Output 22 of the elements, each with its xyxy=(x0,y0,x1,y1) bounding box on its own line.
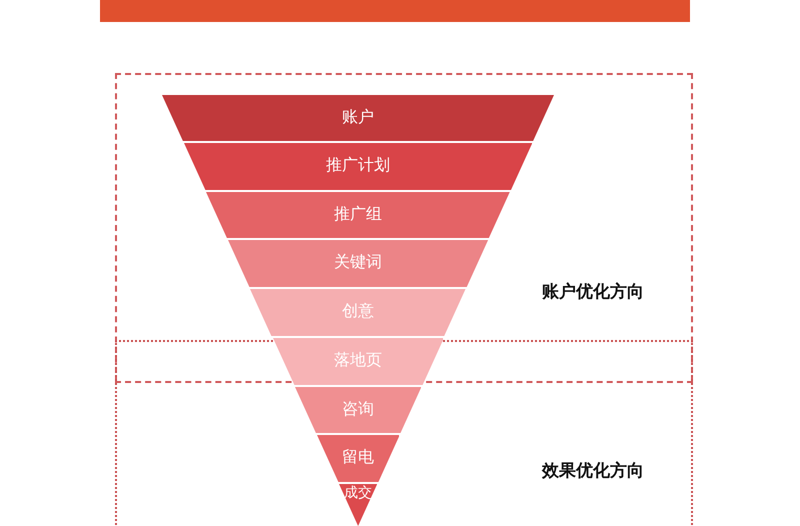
funnel-band xyxy=(250,289,466,336)
funnel-band xyxy=(272,338,444,385)
section-label: 账户优化方向 xyxy=(542,281,644,303)
funnel-band xyxy=(206,192,510,238)
funnel-band xyxy=(338,484,378,526)
dashed-frame xyxy=(115,73,693,383)
funnel-band xyxy=(294,387,422,433)
section-label: 效果优化方向 xyxy=(542,460,644,482)
band-label: 留电 xyxy=(340,447,375,468)
band-label: 关键词 xyxy=(332,252,383,273)
funnel-band xyxy=(162,95,554,141)
band-label: 咨询 xyxy=(340,399,375,420)
band-label: 落地页 xyxy=(332,350,383,371)
band-label: 成交 xyxy=(342,484,373,502)
funnel-band xyxy=(228,240,488,287)
band-label: 创意 xyxy=(340,301,375,322)
band-label: 推广计划 xyxy=(324,155,391,176)
band-label: 推广组 xyxy=(332,204,383,225)
funnel-band xyxy=(184,143,532,190)
title-banner xyxy=(100,0,690,22)
funnel-band xyxy=(316,435,400,482)
band-label: 账户 xyxy=(341,107,375,128)
